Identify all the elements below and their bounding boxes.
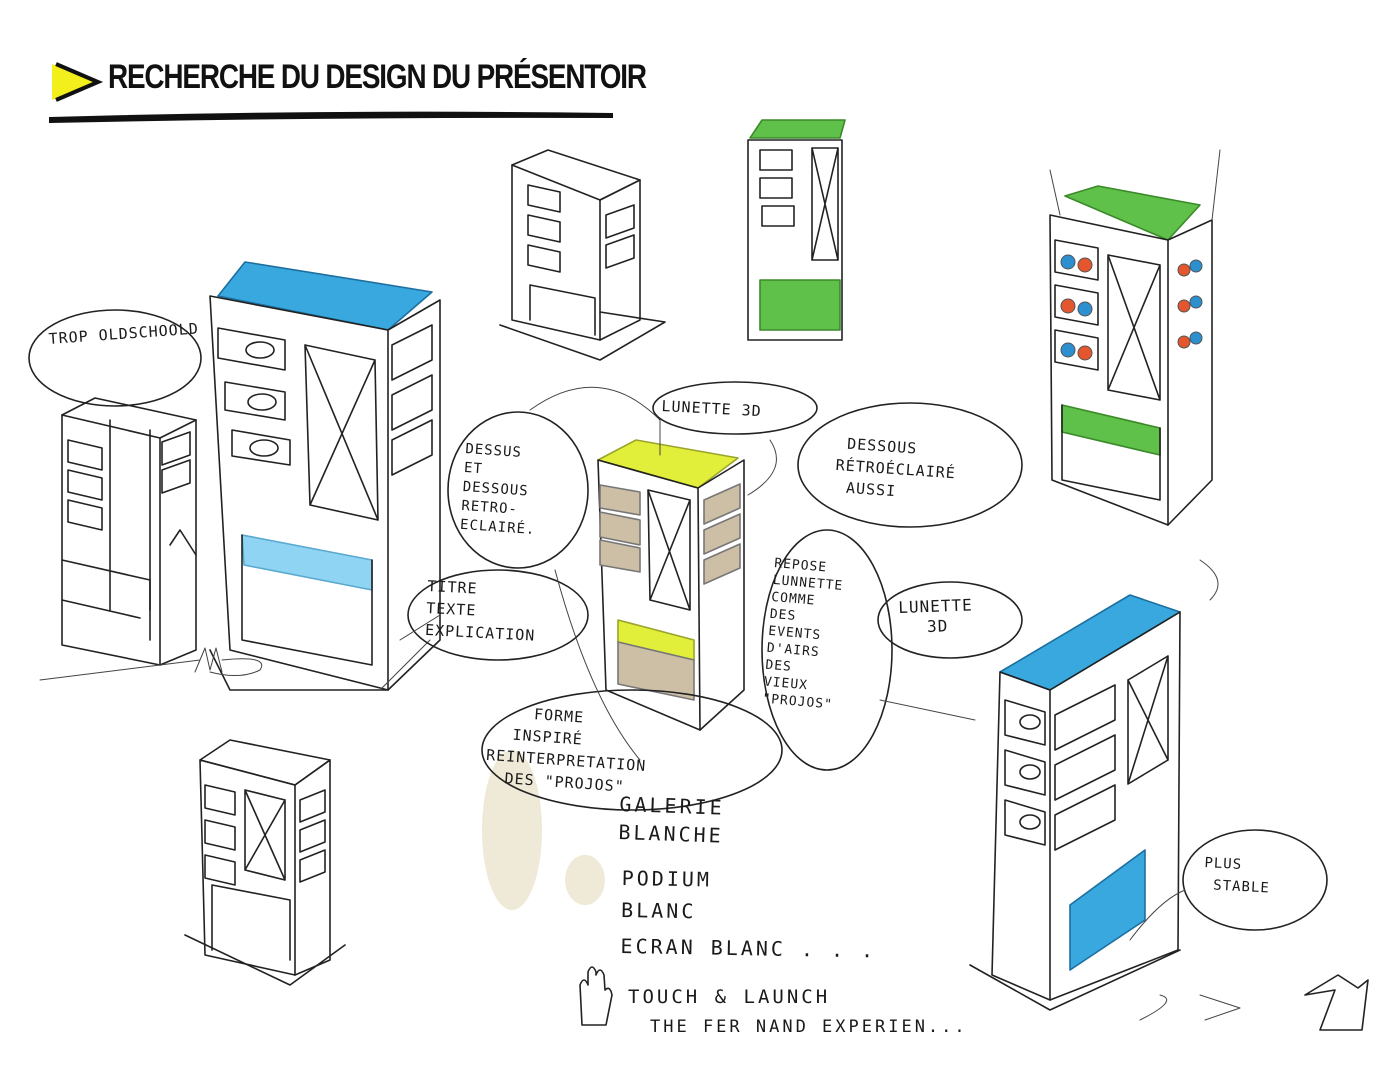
bubble-plus-stable — [1182, 829, 1328, 931]
arrow-down-right-icon — [1304, 974, 1369, 1031]
note-lunette-3d-right: LUNETTE 3D — [898, 595, 974, 636]
display-blue-right — [969, 594, 1181, 1011]
note-dessus-dessous: DESSUS ET DESSOUS RETRO- ECLAIRÉ. — [459, 440, 536, 539]
bubble-dessous-retro — [797, 402, 1023, 528]
title-underline — [49, 111, 613, 124]
bubble-trop-old-school — [28, 309, 202, 407]
page-header: RECHERCHE DU DESIGN DU PRÉSENTOIR — [46, 52, 647, 124]
list-item: BLANCHE — [618, 819, 725, 848]
note-forme-inspire: FORME INSPIRÉ REINTERPRETATION DES "PROJ… — [485, 705, 647, 796]
page-title: RECHERCHE DU DESIGN DU PRÉSENTOIR — [108, 58, 647, 96]
note-titre-texte: TITRE TEXTE EXPLICATION — [424, 576, 536, 645]
bubble-lunette-3d-right — [877, 581, 1023, 659]
display-small-bottom — [184, 739, 346, 986]
bubble-repose-lunette — [761, 529, 893, 771]
bubble-forme-inspire — [481, 689, 783, 811]
bubble-dessus-dessous — [447, 411, 589, 569]
display-green-3d-glasses — [1049, 149, 1221, 526]
touch-launch-note: TOUCH & LAUNCH THE FER NAND EXPERIEN... — [628, 986, 968, 1037]
note-repose-lunette: REPOSE LUNNETTE COMME DES EVENTS D'AIRS … — [761, 555, 844, 713]
display-green-top — [747, 119, 846, 341]
stain-mark — [482, 750, 542, 910]
signature-mark — [194, 647, 263, 676]
display-old-school — [61, 397, 197, 666]
list-item: BLANC — [620, 897, 697, 924]
display-yellow-center — [597, 439, 745, 731]
note-dessous-retro: DESSOUS RÉTROÉCLAIRÉ AUSSI — [835, 434, 957, 501]
display-blue-tall — [39, 261, 441, 691]
display-sketch-top — [499, 149, 666, 361]
list-item: PODIUM — [621, 865, 713, 892]
hand-icon — [579, 966, 613, 1026]
bubble-titre-texte — [407, 569, 589, 661]
notes-list-2: PODIUM BLANC ECRAN BLANC . . . — [620, 862, 877, 966]
list-item: ECRAN BLANC . . . — [620, 933, 877, 963]
yellow-arrow-icon — [52, 62, 104, 102]
signature-mark — [1139, 994, 1241, 1021]
notes-list: GALERIE BLANCHE — [618, 788, 725, 852]
bubble-lunette-3d-top — [652, 381, 818, 435]
note-plus-stable: PLUS STABLE — [1204, 854, 1271, 897]
